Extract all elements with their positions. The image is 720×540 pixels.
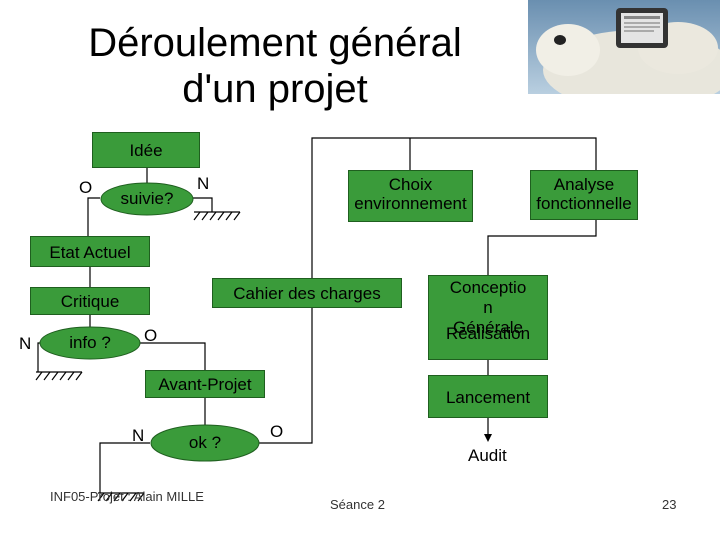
- generale-label: Générale: [453, 318, 523, 337]
- title-line-2: d'un projet: [182, 67, 368, 111]
- avant-projet-box: Avant-Projet: [145, 370, 265, 398]
- polar-bear-photo: [528, 0, 720, 94]
- page-number: 23: [662, 497, 677, 512]
- info-no-label: N: [19, 334, 32, 353]
- analyse-fonctionnelle-label: Analyse fonctionnelle: [536, 175, 632, 213]
- info-yes-label: O: [144, 326, 158, 345]
- lancement-box: Lancement: [428, 375, 548, 418]
- idee-box: Idée: [92, 132, 200, 168]
- ok-decision-label: ok ?: [188, 433, 222, 452]
- idee-label: Idée: [129, 141, 163, 160]
- etat-actuel-box: Etat Actuel: [30, 236, 150, 267]
- footer-center: Séance 2: [330, 497, 385, 512]
- suivie-decision-shape: [100, 182, 194, 216]
- critique-box: Critique: [30, 287, 150, 315]
- conception-box: Conceptio n Générale Réalisation: [428, 275, 548, 360]
- lancement-label: Lancement: [445, 388, 531, 407]
- choix-environnement-label: Choix environnement: [354, 175, 467, 213]
- footer-left: INF05-Projet : Alain MILLE: [50, 489, 204, 504]
- info-decision-label: info ?: [69, 333, 111, 352]
- cahier-des-charges-label: Cahier des charges: [233, 284, 381, 303]
- analyse-fonctionnelle-box: Analyse fonctionnelle: [530, 170, 638, 220]
- ok-decision-shape: [150, 424, 260, 462]
- ok-yes-label: O: [270, 422, 284, 441]
- realisation-label: Réalisation: [445, 324, 531, 343]
- cahier-des-charges-box: Cahier des charges: [212, 278, 402, 308]
- info-decision-shape: [39, 326, 141, 360]
- choix-environnement-box: Choix environnement: [348, 170, 473, 222]
- conception-label-a: Conceptio: [449, 278, 527, 297]
- critique-label: Critique: [60, 292, 120, 311]
- avant-projet-label: Avant-Projet: [158, 375, 252, 394]
- etat-actuel-label: Etat Actuel: [49, 243, 131, 262]
- title-line-1: Déroulement général: [88, 21, 462, 65]
- slide-title: Déroulement général d'un projet: [40, 20, 510, 112]
- audit-label: Audit: [468, 446, 507, 465]
- suivie-yes-label: O: [79, 178, 93, 197]
- suivie-decision-label: suivie?: [120, 189, 174, 208]
- ok-no-label: N: [132, 426, 145, 445]
- conception-label-b: n: [483, 298, 493, 317]
- suivie-no-label: N: [197, 174, 210, 193]
